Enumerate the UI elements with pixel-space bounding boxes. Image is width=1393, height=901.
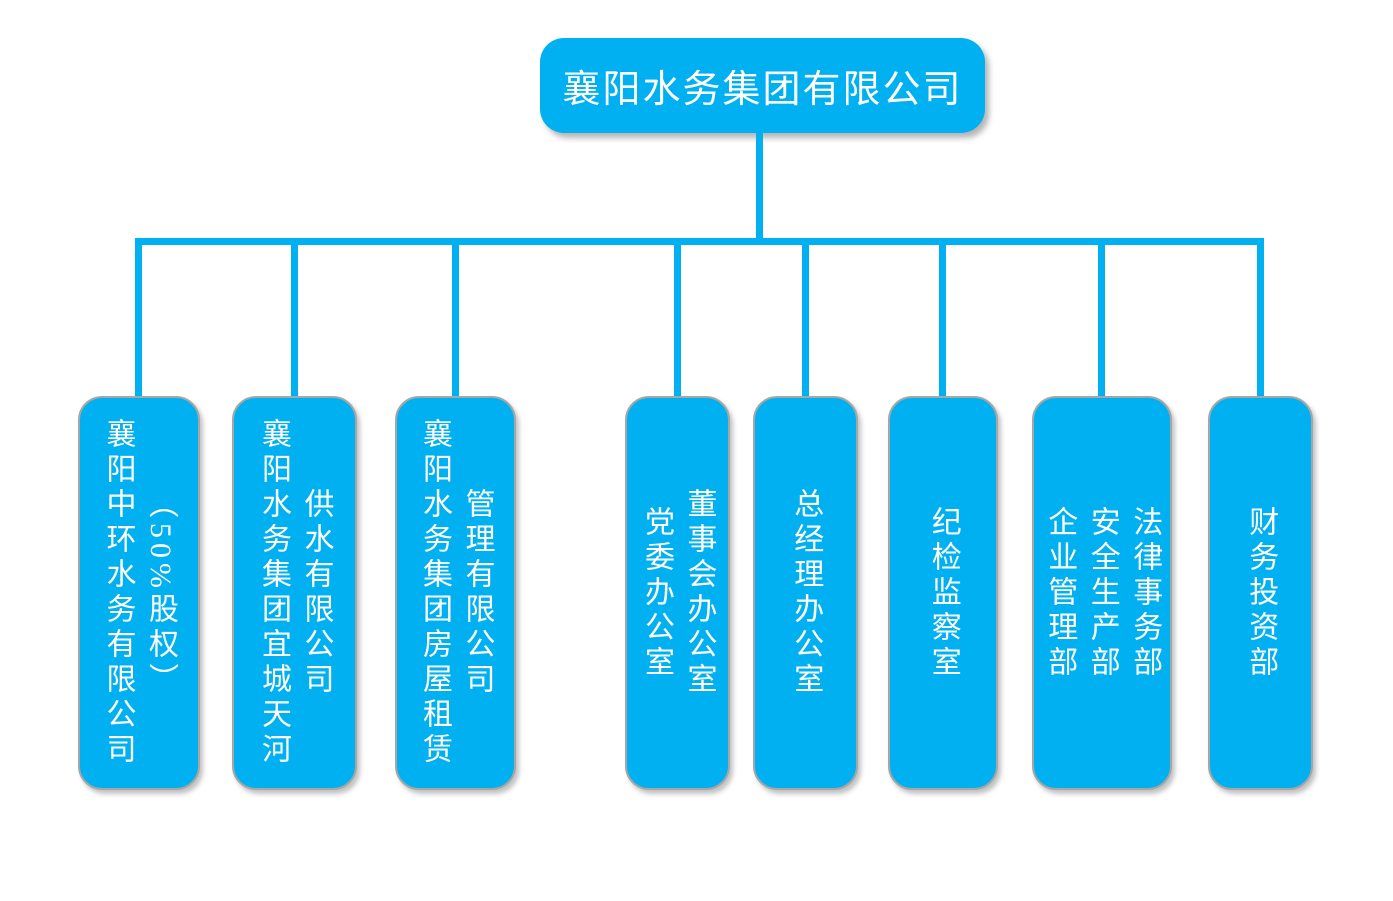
- connector-drop-4: [674, 245, 681, 396]
- org-node-label-column: 总经理办公室: [789, 488, 823, 698]
- org-node-party-committee-board-office: 党委办公室 董事会办公室: [625, 396, 730, 790]
- org-node-label-column: 管理有限公司: [460, 488, 494, 698]
- org-node-root-label: 襄阳水务集团有限公司: [562, 69, 963, 111]
- connector-drop-8: [1257, 245, 1264, 396]
- connector-drop-7: [1098, 245, 1105, 396]
- connector-drop-3: [452, 245, 459, 396]
- org-node-label-column: 财务投资部: [1244, 505, 1278, 681]
- org-node-label-column: 董事会办公室: [682, 488, 716, 698]
- org-node-general-manager-office: 总经理办公室: [753, 396, 858, 790]
- org-node-xiangyang-zhonghuan-water: 襄阳中环水务有限公司 （50%股权）: [78, 396, 200, 790]
- org-node-label-column: 襄阳水务集团房屋租赁: [418, 418, 451, 768]
- org-node-finance-investment-dept: 财务投资部: [1208, 396, 1313, 790]
- org-node-yicheng-tianhe-water-supply: 襄阳水务集团宜城天河 供水有限公司: [232, 396, 357, 790]
- connector-stem: [756, 132, 763, 238]
- org-node-housing-rental-management: 襄阳水务集团房屋租赁 管理有限公司: [395, 396, 516, 790]
- org-node-label-column: 襄阳水务集团宜城天河: [257, 418, 290, 768]
- connector-drop-1: [135, 245, 142, 396]
- org-node-discipline-inspection-office: 纪检监察室: [888, 396, 998, 790]
- org-node-label-column: 安全生产部: [1085, 505, 1119, 681]
- org-node-label-column: 法律事务部: [1128, 505, 1162, 681]
- org-node-label-column: 党委办公室: [640, 505, 673, 681]
- org-node-label-column: 企业管理部: [1043, 505, 1077, 681]
- connector-drop-2: [291, 245, 298, 396]
- connector-horizontal: [135, 238, 1264, 245]
- org-node-label-column: 供水有限公司: [299, 488, 333, 698]
- connector-drop-6: [939, 245, 946, 396]
- org-node-root-xiangyang-water-group: 襄阳水务集团有限公司: [540, 38, 985, 133]
- org-node-label-column: 纪检监察室: [926, 505, 960, 681]
- connector-drop-5: [802, 245, 809, 396]
- org-node-label-column: 襄阳中环水务有限公司: [101, 418, 135, 768]
- org-node-label-column: （50%股权）: [144, 488, 177, 698]
- org-node-enterprise-safety-legal-depts: 企业管理部 安全生产部 法律事务部: [1032, 396, 1172, 790]
